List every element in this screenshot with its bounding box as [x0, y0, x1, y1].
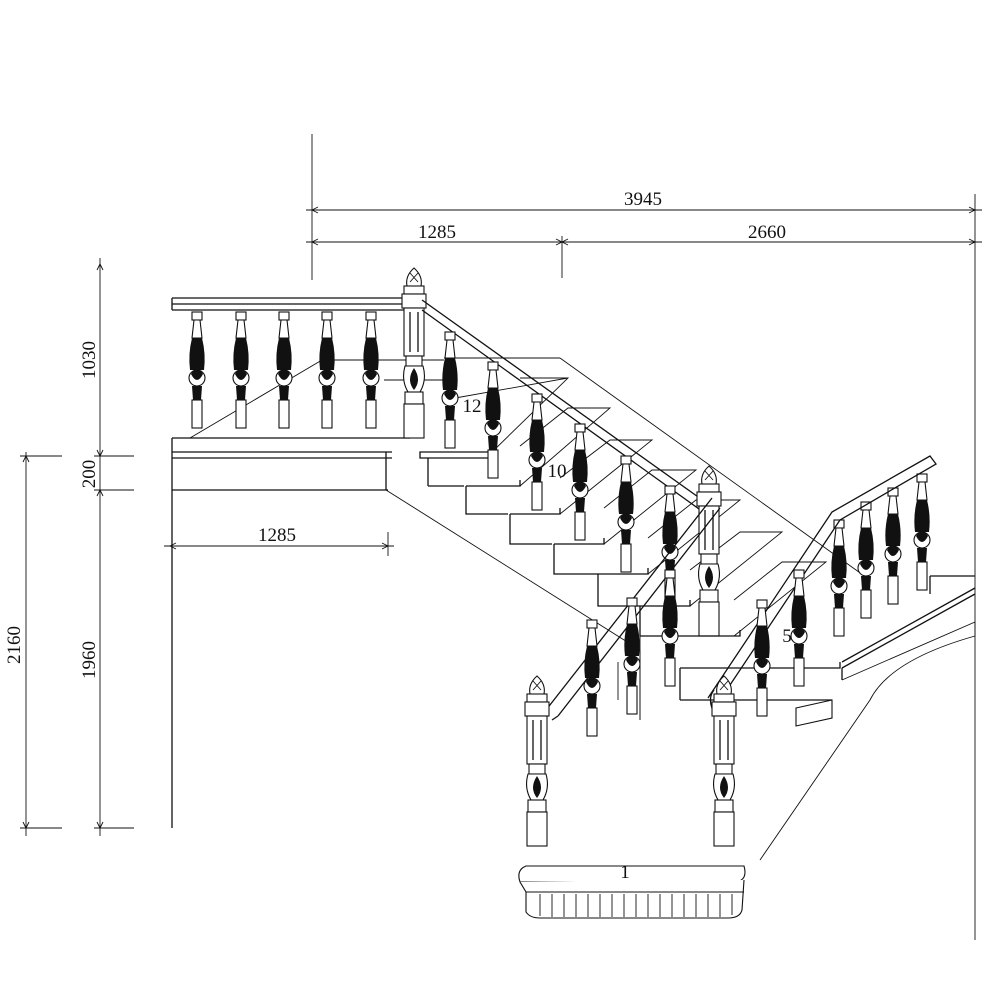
- dim-railing-height: 1030: [79, 341, 100, 379]
- step-label-5: 5: [782, 626, 792, 647]
- upper-landing: [171, 297, 444, 828]
- upper-newel-post: [401, 267, 427, 439]
- dim-upper-run-width: 1285: [418, 222, 456, 243]
- step-label-12: 12: [463, 396, 482, 417]
- step-label-10: 10: [548, 461, 567, 482]
- dim-total-width: 3945: [624, 189, 662, 210]
- step-label-1: 1: [620, 862, 630, 883]
- dimension-lines: [20, 134, 982, 940]
- starter-step: [518, 865, 746, 919]
- right-landing-balusters: [830, 473, 931, 637]
- lower-balusters: [753, 569, 808, 717]
- dim-lower-height: 1960: [79, 641, 100, 679]
- right-handrail: [707, 455, 937, 717]
- dim-landing-thickness: 200: [79, 460, 100, 489]
- lower-flight: [639, 575, 976, 861]
- middle-newel-post: [696, 465, 722, 637]
- dim-lower-run-width: 2660: [748, 222, 786, 243]
- upper-balusters: [188, 311, 380, 429]
- dim-landing-width: 1285: [258, 525, 296, 546]
- starter-newel-left: [524, 675, 550, 847]
- starter-newel-right: [711, 675, 737, 847]
- dim-total-height: 2160: [4, 626, 25, 664]
- upper-handrail: [421, 299, 709, 515]
